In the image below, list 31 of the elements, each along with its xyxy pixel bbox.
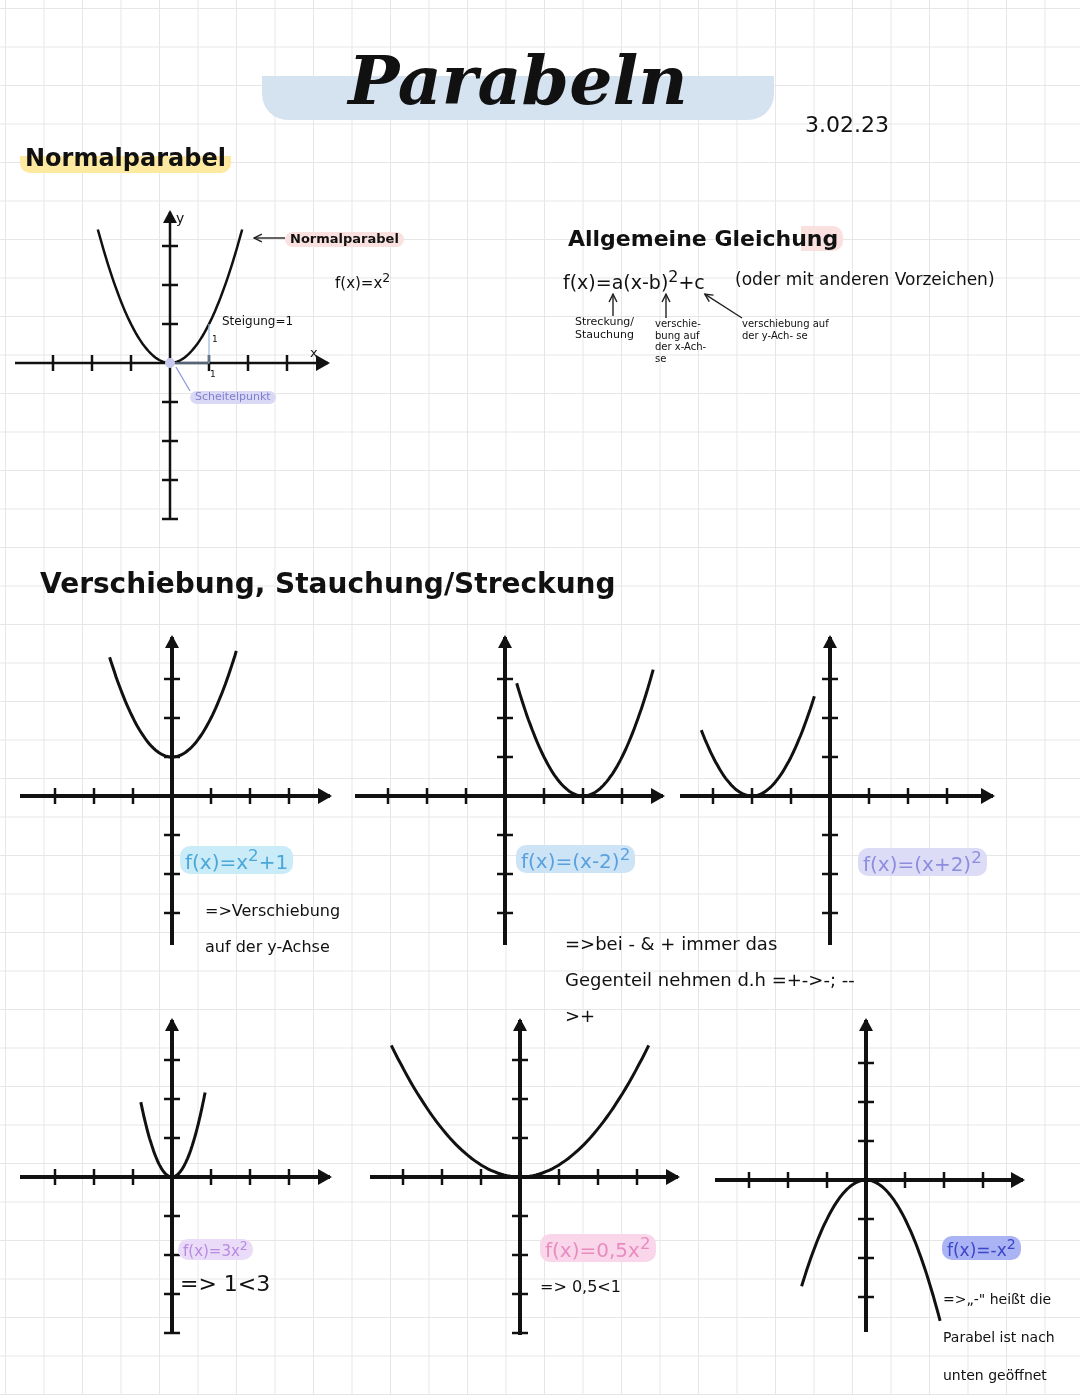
note-text: =>„-" heißt die Parabel ist nach unten geöffnet bbox=[943, 1290, 1056, 1385]
formula: f(x)=-x$^{2}$ bbox=[942, 1236, 1021, 1261]
note-text: Steigung=1 bbox=[222, 315, 294, 329]
heading: Normalparabel bbox=[20, 145, 231, 173]
heading: Verschiebung, Stauchung/Streckung bbox=[40, 568, 616, 601]
callout-label: Scheitelpunkt bbox=[190, 391, 276, 404]
formula: f(x)=(x+2)$^{2}$ bbox=[858, 848, 987, 876]
callout-label: Normalparabel bbox=[285, 232, 404, 247]
note-text: (oder mit anderen Vorzeichen) bbox=[735, 270, 995, 290]
formula: f(x)=0,5x$^{2}$ bbox=[540, 1234, 656, 1262]
annotation-text: verschiebung auf der y-Ach- se bbox=[742, 318, 832, 341]
formula: f(x)=x$^{2}$ bbox=[335, 271, 391, 293]
annotation-text: Streckung/ Stauchung bbox=[575, 316, 655, 342]
leader-line bbox=[175, 366, 191, 392]
formula: f(x)=x$^{2}$+1 bbox=[180, 846, 294, 874]
annotation-text: verschie- bung auf der x-Ach- se bbox=[655, 318, 711, 364]
leader-line bbox=[704, 293, 743, 319]
note-text: =>Verschiebung auf der y-Achse bbox=[205, 900, 342, 958]
axis-label: y bbox=[176, 210, 185, 227]
date-text: 3.02.23 bbox=[805, 112, 889, 138]
formula: f(x)=(x-2)$^{2}$ bbox=[516, 845, 636, 873]
note-text: => 1<3 bbox=[180, 1271, 271, 1297]
tick-label: 1 bbox=[212, 334, 218, 345]
leader-line bbox=[608, 293, 618, 317]
formula: f(x)=a(x-b)$^{2}$+c bbox=[563, 268, 705, 295]
leader-line bbox=[253, 233, 286, 243]
note-text: =>bei - & + immer das Gegenteil nehmen d.h =+->-; -->+ bbox=[565, 932, 856, 1028]
leader-line bbox=[661, 293, 671, 319]
note-text: => 0,5<1 bbox=[540, 1278, 621, 1297]
tick-label: 1 bbox=[210, 369, 216, 380]
formula: f(x)=3x$^{2}$ bbox=[178, 1239, 253, 1261]
